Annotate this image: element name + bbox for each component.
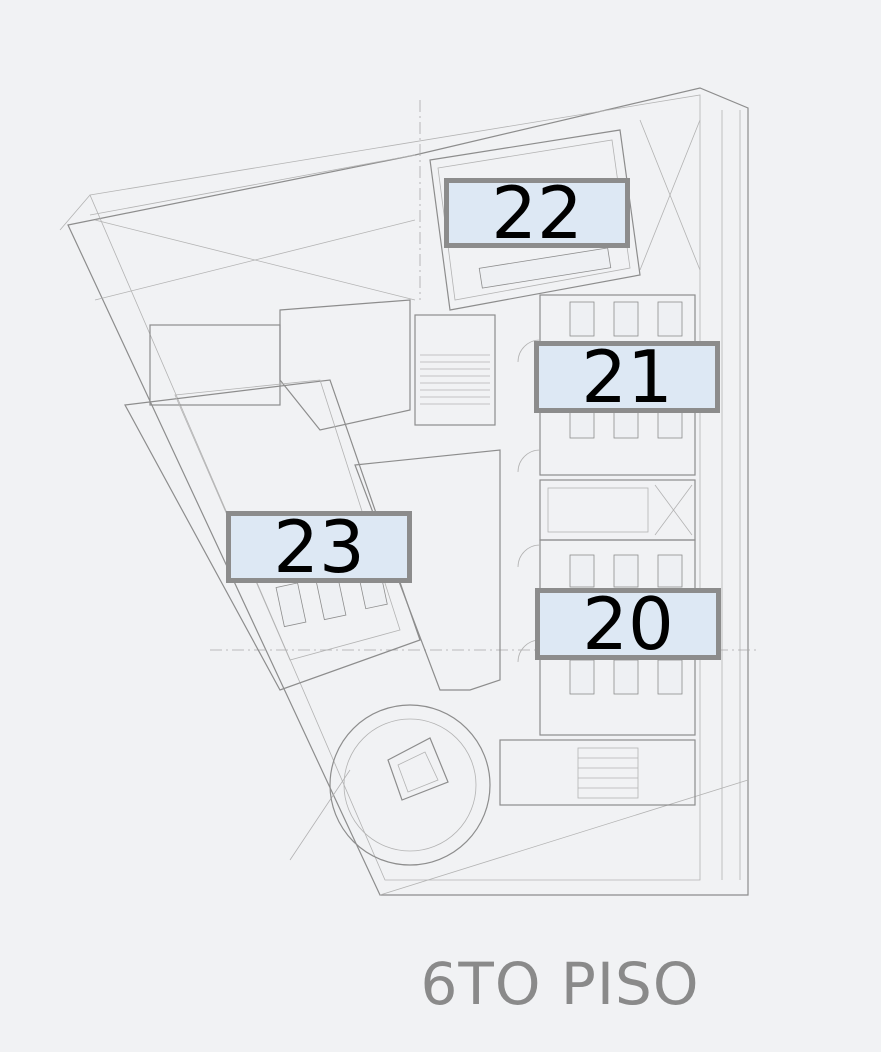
- room-22-label[interactable]: 22: [444, 177, 630, 249]
- desk-grid: [275, 247, 683, 695]
- restroom-block: [539, 479, 696, 541]
- floor-title: 6TO PISO: [420, 950, 700, 1018]
- plan-outline: [59, 87, 760, 896]
- room-20-label[interactable]: 20: [535, 588, 721, 660]
- room-22-outline: [429, 129, 641, 311]
- room-23-label[interactable]: 23: [226, 511, 412, 583]
- lower-stairs: [329, 704, 696, 866]
- central-core: [149, 299, 496, 431]
- door-swings: [517, 339, 541, 663]
- void-cross-lines: [94, 119, 749, 896]
- room-21-label[interactable]: 21: [534, 341, 720, 413]
